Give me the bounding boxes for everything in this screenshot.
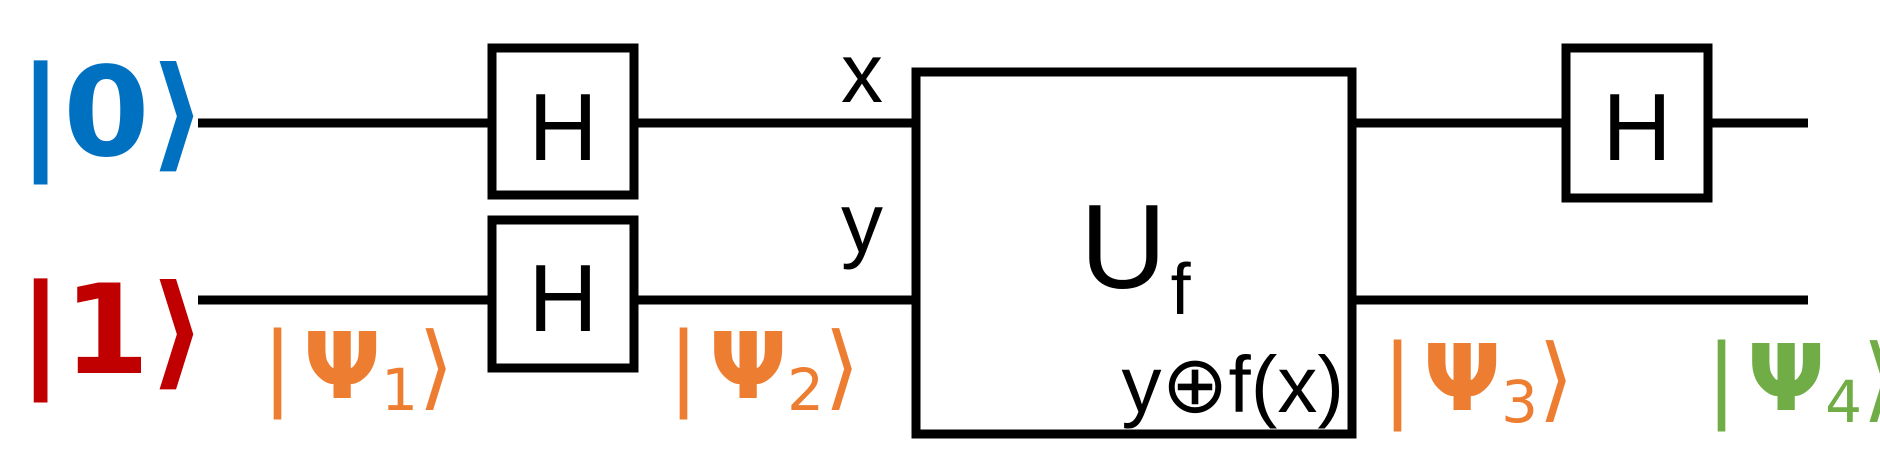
state-psi1-close: ⟩ (418, 313, 454, 420)
state-psi1-subscript: 1 (381, 356, 418, 424)
input-ket-1: |1⟩ (18, 259, 206, 403)
h-gate-top-left-label: H (528, 74, 597, 181)
state-psi1: |Ψ1⟩ (262, 313, 454, 424)
input-ket-0: |0⟩ (18, 41, 206, 185)
state-psi3-subscript: 3 (1501, 368, 1538, 436)
gate-boxes (487, 43, 1713, 439)
oracle-output-label: y⊕f(x) (1121, 340, 1344, 429)
state-psi3: |Ψ3⟩ (1382, 325, 1574, 436)
state-psi2-bar: | (668, 313, 699, 420)
state-psi1-bar: | (262, 313, 293, 420)
oracle-label: Uf (1080, 180, 1192, 330)
state-psi4-close: ⟩ (1862, 325, 1880, 432)
state-psi4: |Ψ4⟩ (1706, 325, 1880, 436)
state-psi4-symbol: Ψ (1747, 325, 1825, 432)
state-psi3-bar: | (1382, 325, 1413, 432)
wire-label-y: y (841, 176, 883, 270)
oracle-box (911, 67, 1357, 439)
state-psi4-subscript: 4 (1825, 368, 1862, 436)
h-gate-bottom-left-label: H (528, 245, 597, 352)
state-psi2: |Ψ2⟩ (668, 313, 860, 424)
state-psi1-symbol: Ψ (303, 313, 381, 420)
state-psi3-close: ⟩ (1538, 325, 1574, 432)
state-psi3-symbol: Ψ (1423, 325, 1501, 432)
h-gate-top-right-box (1561, 43, 1713, 203)
h-gate-top-right-label: H (1602, 74, 1671, 181)
state-psi4-bar: | (1706, 325, 1737, 432)
state-psi2-subscript: 2 (787, 356, 824, 424)
wire-label-x: x (841, 26, 883, 120)
state-psi2-close: ⟩ (824, 313, 860, 420)
circuit-wires (198, 118, 1808, 305)
h-gate-bottom-left-box (487, 215, 639, 373)
state-psi2-symbol: Ψ (709, 313, 787, 420)
oracle-label-main: U (1080, 180, 1167, 314)
h-gate-top-left-box (487, 43, 639, 200)
oracle-label-subscript: f (1171, 250, 1192, 330)
